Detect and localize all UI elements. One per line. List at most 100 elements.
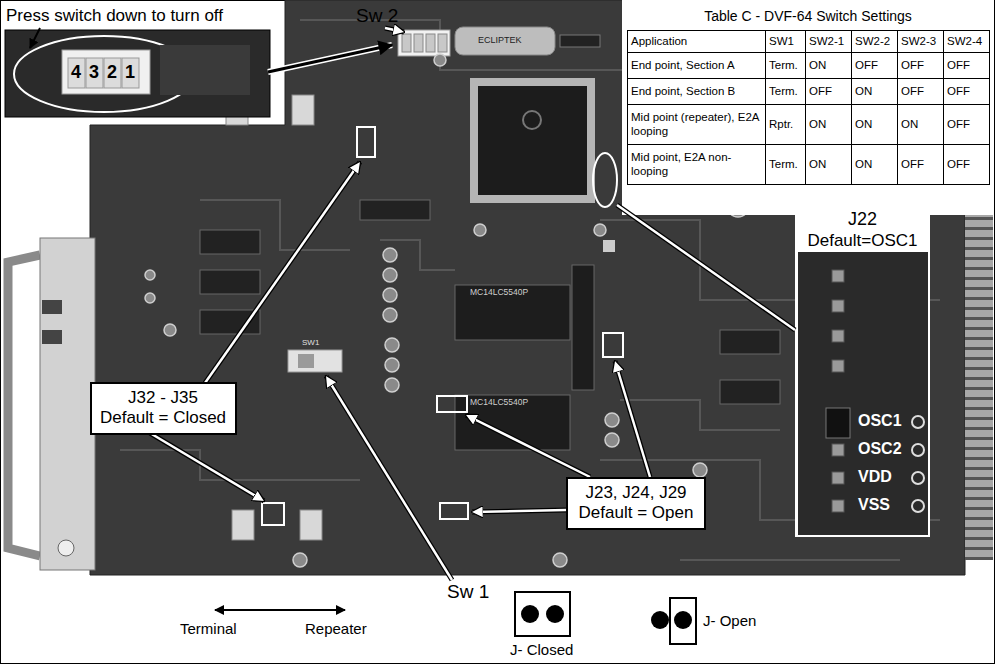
table-row: Mid point (repeater), E2A loopingRptr.ON…	[628, 105, 990, 145]
board-detail	[326, 376, 452, 580]
board-detail	[150, 433, 264, 501]
board-detail	[164, 324, 176, 336]
table-cell: SW2-3	[898, 31, 944, 53]
jumper-pin	[546, 605, 564, 623]
transformers	[226, 95, 322, 540]
board-detail	[434, 54, 446, 66]
handle	[8, 255, 40, 556]
board-detail	[832, 330, 844, 342]
board-detail	[615, 361, 650, 477]
table-cell: ON	[806, 105, 852, 145]
board-detail	[232, 510, 254, 540]
smd-part	[603, 240, 615, 252]
ic	[720, 380, 780, 404]
board-detail	[86, 58, 103, 88]
table-cell: OFF	[852, 53, 898, 79]
board-detail	[262, 503, 284, 525]
annotation-label: SW1	[302, 338, 319, 347]
board-detail	[912, 416, 924, 428]
inset-arrow	[268, 45, 392, 72]
j22-panel	[795, 205, 930, 537]
table-cell: OFF	[944, 53, 990, 79]
annotation-label: 4	[71, 62, 81, 83]
board-detail	[832, 300, 844, 312]
table-cell: Mid point, E2A non-looping	[628, 145, 766, 185]
press-arrow	[30, 28, 40, 48]
chip-logo	[523, 111, 541, 129]
callout-text: Default=OSC1	[807, 231, 917, 251]
j22-pads	[912, 416, 924, 512]
board-detail	[605, 413, 619, 427]
annotation-label: Terminal	[180, 620, 237, 637]
board-detail	[205, 162, 360, 383]
table-cell: End point, Section A	[628, 53, 766, 79]
callout-text: Default = Closed	[100, 408, 226, 428]
u8-chip	[572, 265, 594, 390]
board-detail	[832, 444, 844, 456]
board-detail	[383, 308, 397, 322]
board-detail	[617, 205, 795, 330]
board-detail	[603, 333, 623, 357]
annotation-label: ECLIPTEK	[478, 35, 522, 45]
board-detail	[832, 472, 844, 484]
board-detail	[68, 58, 85, 88]
board-detail	[440, 503, 468, 519]
board-detail	[145, 270, 155, 280]
slide-switch	[288, 350, 342, 372]
board-detail	[466, 415, 590, 477]
jumper-highlights	[262, 127, 623, 525]
board-detail	[615, 361, 650, 477]
board-detail	[594, 224, 606, 236]
dip-chip	[455, 285, 570, 340]
callout-text: J32 - J35	[128, 388, 198, 408]
board-detail	[832, 360, 844, 372]
table-cell: Rptr.	[766, 105, 806, 145]
j22-ellipse	[593, 153, 617, 207]
resistor-pack	[360, 200, 430, 220]
table-cell: OFF	[898, 145, 944, 185]
table-cell: SW1	[766, 31, 806, 53]
table-cell: SW2-4	[944, 31, 990, 53]
callout-text: Default = Open	[579, 503, 694, 523]
inset-arrow-casing	[268, 45, 392, 72]
crystal	[455, 27, 555, 55]
jumper-open-shunt	[670, 598, 696, 644]
table-cell: OFF	[806, 79, 852, 105]
table-cell: OFF	[944, 145, 990, 185]
pin-header	[560, 35, 600, 47]
leader-lines	[150, 28, 795, 580]
board-detail	[383, 268, 397, 282]
jumper-closed-shunt	[515, 592, 570, 636]
ic	[200, 230, 260, 254]
board-detail	[385, 338, 399, 352]
cpu-pins	[470, 78, 595, 203]
board-detail	[402, 34, 411, 52]
table-cell: OFF	[944, 79, 990, 105]
board-detail	[472, 510, 566, 512]
pin-name: OSC2	[858, 440, 902, 458]
annotation-label: 1	[125, 62, 135, 83]
table-cell: SW2-1	[806, 31, 852, 53]
jumper-shunt	[826, 408, 850, 438]
annotation-label: 2	[107, 62, 117, 83]
ic	[720, 330, 780, 354]
board-detail	[383, 248, 397, 262]
board-detail	[680, 559, 900, 561]
switch-inset	[5, 30, 270, 117]
table-cell: Term.	[766, 145, 806, 185]
cpu-chip	[478, 86, 587, 195]
table-row: End point, Section BTerm.OFFONOFFOFF	[628, 79, 990, 105]
annotation-label: 3	[89, 62, 99, 83]
board-detail	[357, 127, 375, 157]
board-detail	[300, 510, 322, 540]
leader-casings	[150, 28, 795, 580]
jumper-pin	[521, 605, 539, 623]
annotation-label: Sw 2	[356, 5, 398, 27]
table-panel	[622, 0, 994, 215]
table-title: Table C - DVF-64 Switch Settings	[627, 8, 989, 24]
dip-switch	[398, 30, 450, 56]
board-detail	[912, 444, 924, 456]
screw	[58, 540, 74, 556]
board-detail	[414, 34, 423, 52]
